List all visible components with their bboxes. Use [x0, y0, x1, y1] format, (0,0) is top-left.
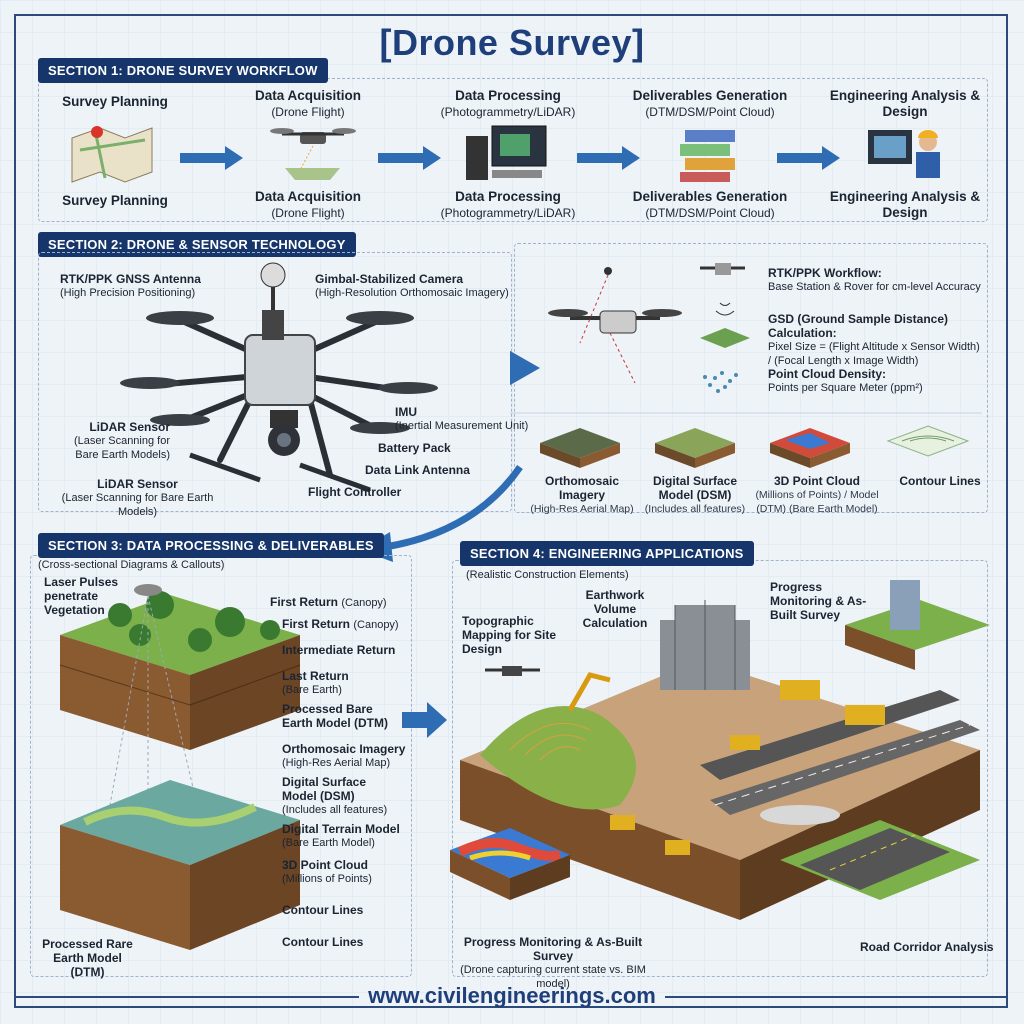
product-contours: Contour Lines [899, 474, 981, 488]
callout-lidar-2: LiDAR Sensor(Laser Scanning for Bare Ear… [61, 477, 214, 518]
s3-callout-first-return-2: First Return (Canopy) [282, 617, 399, 631]
step5-top: Engineering Analysis & Design [829, 88, 981, 119]
callout-flight-controller: Flight Controller [308, 485, 402, 499]
laser-pulses-label: Laser Pulses penetrate Vegetation [44, 575, 119, 617]
footer-line-right [665, 996, 1008, 998]
step3-top: Data Processing(Photogrammetry/LiDAR) [440, 88, 576, 119]
step4-bottom: Deliverables Generation(DTM/DSM/Point Cl… [632, 189, 788, 220]
heatmap-block [450, 828, 570, 900]
callout-gimbal-camera: Gimbal-Stabilized Camera(High-Resolution… [315, 272, 509, 299]
product-point-cloud: 3D Point Cloud(Millions of Points) / Mod… [755, 474, 879, 515]
s3-callout-processed-dtm: Processed Bare Earth Model (DTM) [282, 702, 388, 730]
step2-top: Data Acquisition(Drone Flight) [254, 88, 361, 119]
drone-diagram [120, 262, 438, 493]
drone-small-icon [485, 666, 540, 676]
callout-lidar-1: LiDAR Sensor(Laser Scanning for Bare Ear… [74, 420, 170, 461]
step3-bottom: Data Processing(Photogrammetry/LiDAR) [440, 189, 576, 220]
gsd-text: GSD (Ground Sample Distance) Calculation… [768, 312, 980, 367]
section2-right-graphics [510, 263, 982, 468]
s3-to-s4-arrow [402, 702, 447, 738]
engineer-icon [868, 130, 940, 178]
drone-scan-icon [548, 267, 682, 384]
road-corridor-label: Road Corridor Analysis [860, 940, 994, 954]
s3-callout-contours-2: Contour Lines [282, 935, 364, 949]
section3-subtitle: (Cross-sectional Diagrams & Callouts) [38, 559, 225, 571]
footer-line-left [14, 996, 359, 998]
step5-bottom: Engineering Analysis & Design [829, 189, 981, 220]
product-dsm: Digital Surface Model (DSM)(Includes all… [644, 474, 746, 515]
section1-panel [38, 78, 988, 222]
s3-callout-contours-1: Contour Lines [282, 903, 364, 917]
s3-callout-orthomosaic: Orthomosaic Imagery(High-Res Aerial Map) [282, 742, 406, 769]
building-block [845, 580, 990, 670]
section3-header: SECTION 3: DATA PROCESSING & DELIVERABLE… [38, 533, 384, 558]
step1-top: Survey Planning [62, 94, 168, 109]
s3-callout-dsm: Digital Surface Model (DSM)(Includes all… [282, 775, 388, 816]
step1-bottom: Survey Planning [62, 193, 168, 208]
deliverable-tiles [540, 425, 970, 468]
drone-icon [270, 128, 356, 180]
s3-callout-point-cloud: 3D Point Cloud(Millions of Points) [282, 858, 372, 885]
s3-bottom-label: Processed Rare Earth Model (DTM) [42, 937, 133, 979]
step4-top: Deliverables Generation(DTM/DSM/Point Cl… [632, 88, 788, 119]
s3-callout-first-return-1: First Return (Canopy) [270, 595, 387, 609]
section1-icons [71, 125, 940, 183]
s3-callout-intermediate: Intermediate Return [282, 643, 396, 657]
step2-bottom: Data Acquisition(Drone Flight) [254, 189, 361, 220]
section4-header: SECTION 4: ENGINEERING APPLICATIONS [460, 541, 754, 566]
page-title: [Drone Survey] [379, 22, 645, 63]
progress-bottom-label: Progress Monitoring & As-Built Survey(Dr… [460, 935, 646, 990]
s3-callout-dtm: Digital Terrain Model(Bare Earth Model) [282, 822, 400, 849]
road-block [780, 820, 980, 900]
s3-callout-last-return: Last Return(Bare Earth) [282, 669, 349, 696]
workflow-arrows [180, 146, 840, 170]
construction-site [450, 580, 990, 920]
callout-battery: Battery Pack [378, 441, 451, 455]
callout-rtk-antenna: RTK/PPK GNSS Antenna(High Precision Posi… [60, 272, 201, 299]
section4-subtitle: (Realistic Construction Elements) [466, 569, 629, 581]
point-cloud-icon [703, 371, 738, 393]
section1-header: SECTION 1: DRONE SURVEY WORKFLOW [38, 58, 328, 83]
lidar-cross-section [59, 584, 301, 950]
product-orthomosaic: Orthomosaic Imagery(High-Res Aerial Map) [530, 474, 634, 515]
deliverables-stack-icon [680, 130, 735, 182]
rtk-workflow-text: RTK/PPK Workflow:Base Station & Rover fo… [768, 266, 981, 293]
footer-url: www.civilengineerings.com [368, 983, 656, 1008]
rtk-drone-icon [700, 263, 750, 348]
computer-icon [466, 125, 547, 180]
callout-datalink: Data Link Antenna [365, 463, 470, 477]
map-icon [71, 126, 153, 183]
callout-imu: IMU(Inertial Measurement Unit) [395, 405, 529, 432]
page-frame [14, 14, 1008, 1008]
point-density-text: Point Cloud Density:Points per Square Me… [768, 367, 923, 394]
earthwork-label: Earthwork Volume Calculation [582, 588, 648, 630]
topo-mapping-label: Topographic Mapping for Site Design [462, 614, 556, 656]
progress-monitoring-label: Progress Monitoring & As-Built Survey [770, 580, 867, 622]
